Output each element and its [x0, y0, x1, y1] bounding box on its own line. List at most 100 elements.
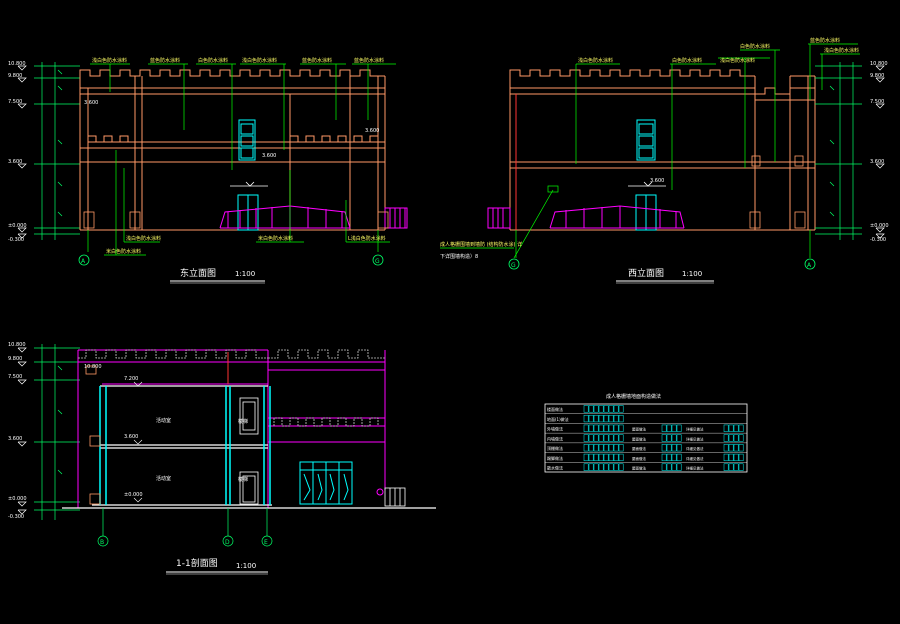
east-level-4: 3.600 — [8, 159, 22, 165]
table-cell — [598, 405, 604, 413]
materials-table: 成人格栅墙地面构造做法 楼面做法地面(1)做法外墙做法屋面做法详细见做法内墙做法… — [544, 393, 748, 473]
east-ramp — [219, 205, 351, 229]
east-note-5: 蓝色防水涂料 — [302, 57, 332, 64]
east-mark-3: 3.600 — [365, 128, 379, 134]
table-cell — [733, 463, 739, 471]
section-glass-doors — [299, 461, 353, 505]
table-cell — [738, 453, 744, 462]
table-cell — [661, 444, 667, 452]
west-leaders — [440, 43, 860, 259]
table-row-label: 外墙做法 — [547, 426, 563, 432]
table-cell — [733, 424, 739, 432]
west-scale: 1:100 — [682, 270, 702, 278]
table-cell — [613, 414, 619, 423]
west-axis-right: A — [807, 262, 812, 269]
east-axis-right: G — [375, 258, 380, 265]
east-note-3: 白色防水涂料 — [198, 57, 228, 64]
east-elevation: 10.800 9.800 7.500 3.600 ±0.000 -0.300 — [8, 57, 408, 284]
west-note-bottom-2: 下详围墙构造）8 — [440, 253, 478, 260]
east-mark-1: 3.600 — [84, 100, 98, 106]
east-title: 东立面图 — [180, 267, 216, 279]
table-cell — [603, 405, 609, 413]
table-cell — [588, 424, 594, 432]
table-cell — [733, 444, 739, 452]
table-cell — [733, 453, 739, 462]
west-note-6: 浅白色防水涂料 — [824, 47, 859, 54]
table-cell — [738, 424, 744, 432]
west-planters — [749, 155, 806, 229]
east-note-1: 浅白色防水涂料 — [92, 57, 127, 64]
table-cell — [603, 414, 609, 423]
table-cell — [608, 463, 614, 471]
table-cell — [583, 424, 589, 432]
table-row-label: 楼面做法 — [547, 406, 563, 412]
table-cell — [676, 444, 682, 452]
table-cell — [598, 463, 604, 471]
east-mark-2: 3.600 — [262, 153, 276, 159]
section-level-5: ±0.000 — [8, 496, 27, 502]
table-cell — [661, 424, 667, 432]
west-ramp — [549, 205, 685, 229]
section-right-details — [384, 487, 406, 507]
west-note-4: 白色防水涂料 — [740, 43, 770, 50]
table-cell — [608, 414, 614, 423]
west-fence — [487, 207, 511, 229]
table-cell — [598, 424, 604, 432]
west-level-6: -0.300 — [870, 237, 886, 243]
table-cell — [613, 405, 619, 413]
table-cell — [661, 434, 667, 442]
section-axis-1: B — [100, 539, 104, 546]
table-cell — [618, 444, 624, 452]
table-col-label: 屋面做法 — [632, 427, 646, 432]
table-cell — [598, 434, 604, 442]
section-1-1: 10.800 9.800 7.500 3.600 ±0.000 -0.300 — [8, 342, 436, 575]
table-cell — [676, 453, 682, 462]
west-level-2: 9.800 — [870, 73, 884, 79]
table-cell — [593, 453, 599, 462]
east-note-6: 蓝色防水涂料 — [354, 57, 384, 64]
table-cell — [598, 414, 604, 423]
west-level-5: ±0.000 — [870, 223, 889, 229]
table-cell — [738, 463, 744, 471]
table-cell — [618, 424, 624, 432]
east-axis-bubbles — [78, 254, 384, 266]
table-row-label: 内墙做法 — [547, 435, 563, 441]
table-cell — [676, 434, 682, 442]
table-row-label: 散水做法 — [547, 465, 563, 471]
table-cell — [723, 434, 729, 442]
table-cell — [588, 414, 594, 423]
table-row-label: 踢脚做法 — [547, 455, 563, 461]
section-axis-2: D — [225, 539, 230, 546]
table-cell — [608, 444, 614, 452]
section-mark-1: 7.200 — [124, 376, 138, 382]
west-detail-marker — [547, 185, 559, 193]
west-level-3: 7.500 — [870, 99, 884, 105]
table-cell — [676, 424, 682, 432]
table-cell — [598, 444, 604, 452]
section-mark-4: 10.800 — [84, 364, 102, 370]
section-mark-2: 3.600 — [124, 434, 138, 440]
section-level-4: 3.600 — [8, 436, 22, 442]
table-cell — [618, 434, 624, 442]
table-cell — [728, 424, 734, 432]
table-cell — [671, 453, 677, 462]
east-level-markers — [17, 65, 27, 239]
west-level-markers — [875, 65, 885, 239]
west-note-2: 白色防水涂料 — [672, 57, 702, 64]
east-note-10: L浅白色防水涂料 — [348, 235, 386, 242]
table-cell — [593, 424, 599, 432]
table-cell — [588, 444, 594, 452]
table-cell — [603, 463, 609, 471]
west-note-3: 浅白色防水涂料 — [720, 57, 755, 64]
west-elevation: 浅白色防水涂料 白色防水涂料 浅白色防水涂料 白色防水涂料 蓝色防水涂料 浅白色… — [440, 37, 889, 284]
east-scale: 1:100 — [235, 270, 255, 278]
table-col2-label: 详细见做法 — [686, 466, 704, 471]
east-window — [238, 119, 256, 161]
east-leaders — [87, 63, 396, 256]
section-parapet — [78, 349, 385, 427]
table-col2-label: 详细见做法 — [686, 427, 704, 432]
table-cell — [583, 434, 589, 442]
table-cell — [671, 424, 677, 432]
table-cell — [671, 444, 677, 452]
table-cell — [588, 405, 594, 413]
